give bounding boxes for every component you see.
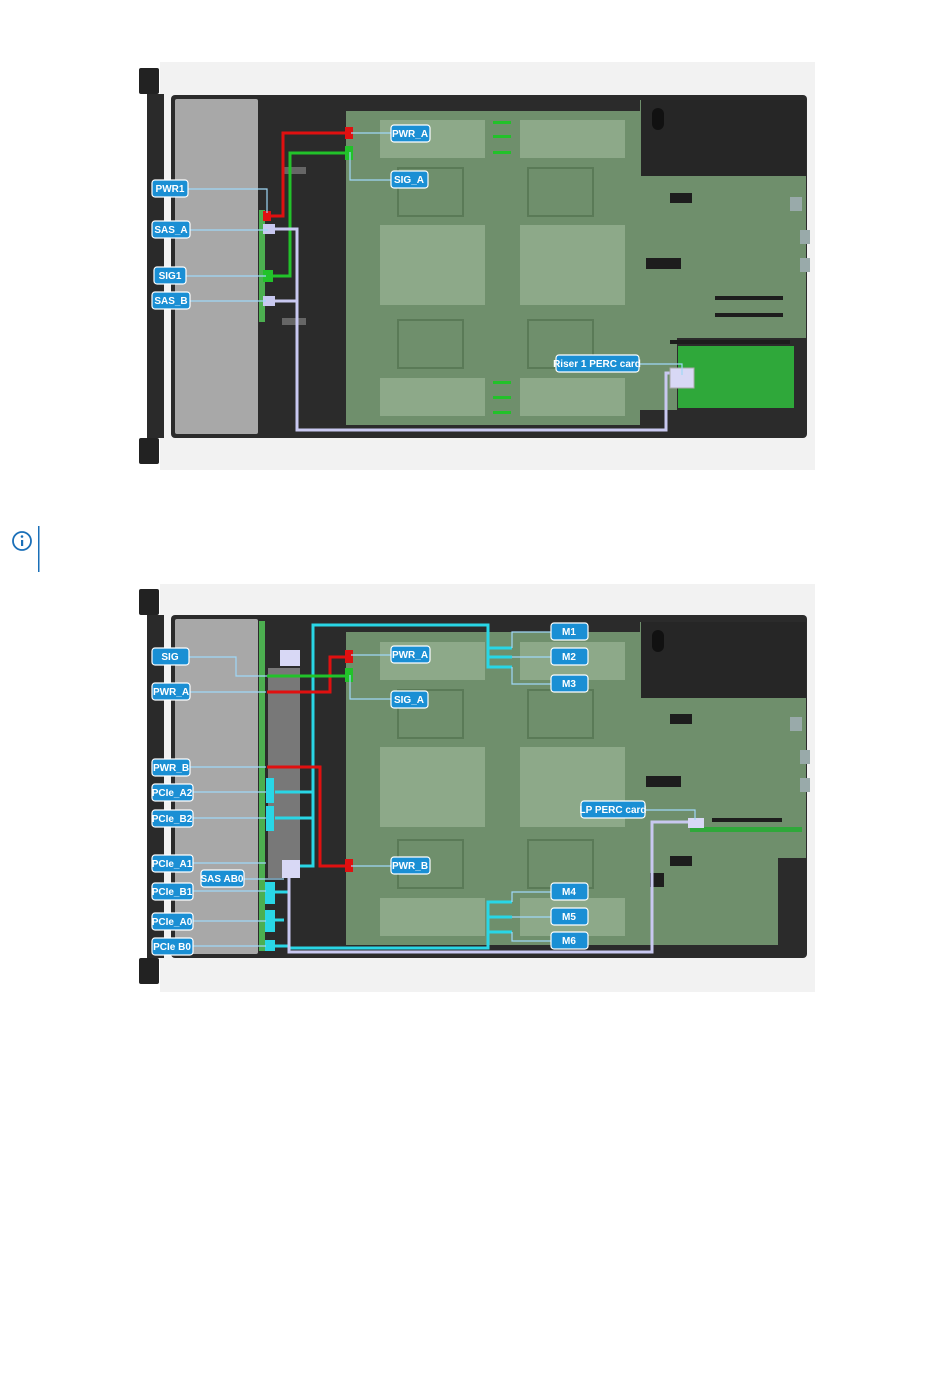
cable-clip [282,318,306,325]
label-sas-b: SAS_B [152,292,190,309]
svg-text:SIG_A: SIG_A [394,695,424,706]
label-lp-perc: LP PERC card [579,801,646,818]
pwr-a-connector [345,650,353,663]
label-pcie-b2: PCIe_B2 [152,810,193,827]
svg-text:Riser 1 PERC card: Riser 1 PERC card [553,359,641,370]
expander-connector-top [280,650,300,666]
rack-ear-bottom [139,438,159,464]
label-riser-perc: Riser 1 PERC card [553,355,641,372]
svg-text:PCIe_A2: PCIe_A2 [152,788,193,799]
lp-perc-slot [712,818,782,822]
label-m2: M2 [551,648,588,665]
sig-a-connector [345,668,353,682]
svg-text:SAS_A: SAS_A [154,225,187,236]
svg-text:M1: M1 [562,627,576,638]
label-pwr-a: PWR_A [391,125,430,142]
riser-slot [670,340,790,344]
svg-text:SAS AB0: SAS AB0 [201,874,244,885]
label-pcie-a0: PCIe_A0 [152,913,193,930]
svg-text:M3: M3 [562,679,576,690]
label-sas-a: SAS_A [152,221,190,238]
psu [641,622,806,698]
svg-text:SIG_A: SIG_A [394,175,424,186]
svg-text:PWR_B: PWR_B [392,861,428,872]
svg-text:PWR1: PWR1 [156,184,185,195]
label-pcie-b0: PCIe B0 [152,938,193,955]
label-pcie-a2: PCIe_A2 [152,784,193,801]
svg-text:PWR_A: PWR_A [392,129,428,140]
rack-ear-top [139,589,159,615]
svg-text:PWR_A: PWR_A [392,650,428,661]
svg-text:M6: M6 [562,936,576,947]
svg-text:M4: M4 [562,887,576,898]
label-pcie-a1: PCIe_A1 [152,855,193,872]
lp-perc-connector [688,818,704,828]
svg-text:SIG: SIG [161,652,178,663]
svg-text:PCIe B0: PCIe B0 [153,942,191,953]
svg-text:SAS_B: SAS_B [154,296,187,307]
lp-perc-card [690,827,802,832]
label-sig-a: SIG_A [391,171,428,188]
diagram-2: SIG PWR_A PWR_B PCIe_A2 PCIe_B2 PCIe_A1 … [139,584,815,992]
label-sig-a: SIG_A [391,691,428,708]
info-divider [38,526,40,572]
svg-text:PCIe_A1: PCIe_A1 [152,859,193,870]
psu-handle [652,630,664,652]
svg-text:PCIe_B1: PCIe_B1 [152,887,193,898]
svg-text:SIG1: SIG1 [159,271,182,282]
expander-board [268,668,300,878]
svg-text:PWR_A: PWR_A [153,687,189,698]
label-pwr-a-left: PWR_A [152,683,190,700]
psu-handle [652,108,664,130]
svg-text:PCIe_B2: PCIe_B2 [152,814,193,825]
label-sas-ab0: SAS AB0 [201,870,244,887]
backplane [259,621,265,951]
label-m4: M4 [551,883,588,900]
psu [641,100,806,176]
info-note [13,526,40,572]
label-pwr-b: PWR_B [391,857,430,874]
rack-ear-top [139,68,159,94]
label-sig: SIG [152,648,189,665]
drive-bay [175,99,258,434]
label-pwr-b-left: PWR_B [152,759,190,776]
label-sig1: SIG1 [154,267,186,284]
label-m3: M3 [551,675,588,692]
svg-text:PWR_B: PWR_B [153,763,189,774]
sas-a-connector [263,224,275,234]
label-pwr-a: PWR_A [391,646,430,663]
svg-text:M5: M5 [562,912,576,923]
label-pwr1: PWR1 [152,180,188,197]
label-pcie-b1: PCIe_B1 [152,883,193,900]
riser-perc-card [678,346,794,408]
label-m1: M1 [551,623,588,640]
label-m6: M6 [551,932,588,949]
info-icon-stem [21,540,23,546]
label-m5: M5 [551,908,588,925]
diagram-1: PWR1 SAS_A SIG1 SAS_B PWR_A SIG_A Riser … [139,62,815,470]
sas-ab0-connector [282,860,300,878]
svg-text:LP PERC card: LP PERC card [579,805,646,816]
sig-a-connector [345,146,353,160]
cable-clip [282,167,306,174]
front-bezel [147,94,164,438]
svg-text:M2: M2 [562,652,576,663]
svg-text:PCIe_A0: PCIe_A0 [152,917,193,928]
info-icon-dot [21,535,24,538]
rack-ear-bottom [139,958,159,984]
